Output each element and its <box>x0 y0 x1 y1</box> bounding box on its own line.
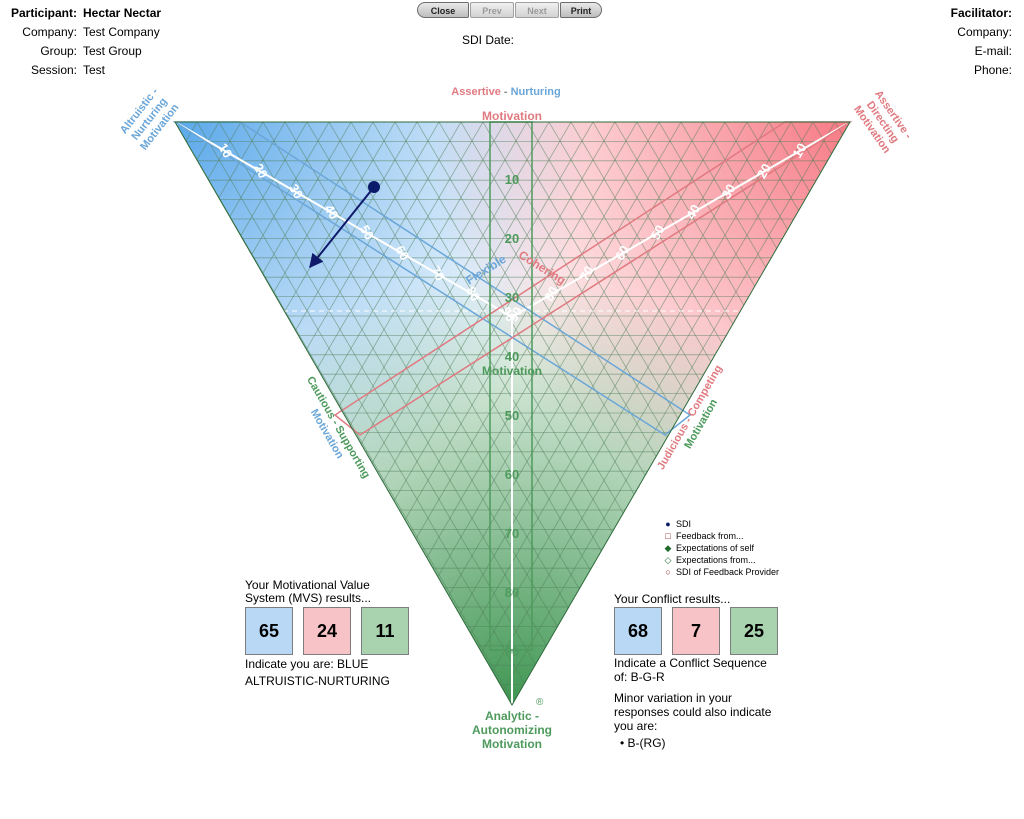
scale-label: 40 <box>321 202 341 222</box>
conflict-red-score: 7 <box>672 607 720 655</box>
scale-label: 30 <box>718 181 738 201</box>
legend-label: Expectations of self <box>676 543 755 553</box>
scale-label: 50 <box>357 222 377 242</box>
scale-label: 70 <box>428 263 448 283</box>
conflict-sequence: Indicate a Conflict Sequence of: B-G-R <box>614 656 767 684</box>
conflict-bullet: • B-(RG) <box>620 736 666 750</box>
center-motivation-label: Motivation <box>482 364 542 378</box>
conflict-minor-variation: Minor variation in your responses could … <box>614 691 772 750</box>
chart-legend: ● SDI □ Feedback from... ◆ Expectations of se… <box>664 518 780 578</box>
analytic-autonomizing-label: Analytic - Autonomizing Motivation <box>472 709 552 751</box>
group-label: Group: <box>40 44 77 58</box>
sdi-date-label: SDI Date: <box>462 33 515 47</box>
scale-label: 40 <box>505 349 519 364</box>
scale-label: 30 <box>505 290 519 305</box>
print-button[interactable]: Print <box>560 2 602 18</box>
session-label: Session: <box>30 63 77 77</box>
session-value: Test <box>83 63 106 77</box>
legend-marker-icon: ● <box>665 519 671 529</box>
scale-label: 50 <box>505 408 519 423</box>
legend-item: □ Feedback from... <box>664 530 779 542</box>
scale-label: 70 <box>576 263 596 283</box>
scale-label: 70 <box>505 526 519 541</box>
mvs-indicate: Indicate you are: BLUE ALTRUISTIC-NURTUR… <box>245 657 390 688</box>
facilitator-phone-label: Phone: <box>973 63 1012 77</box>
legend-item: ◇ Expectations from... <box>664 554 779 566</box>
scale-label: 90 <box>505 304 525 324</box>
legend-item: ○ SDI of Feedback Provider <box>664 566 779 578</box>
top-nurturing: Nurturing <box>510 86 561 98</box>
legend-marker-icon: ◆ <box>664 543 672 553</box>
toolbar: Close Prev Next Print <box>417 2 602 19</box>
scale-label: 20 <box>754 161 774 181</box>
registered-mark: ® <box>536 697 544 708</box>
conflict-green-score: 25 <box>730 607 778 655</box>
scale-label: 90 <box>505 644 519 659</box>
close-button[interactable]: Close <box>417 2 469 18</box>
mvs-blue-score: 65 <box>245 607 293 655</box>
scale-label: 80 <box>541 284 561 304</box>
scale-label: 80 <box>505 585 519 600</box>
legend-item: ● SDI <box>664 518 779 530</box>
facilitator-label: Facilitator: <box>950 6 1012 20</box>
scale-label: 90 <box>498 304 518 324</box>
top-axis-label: Assertive - Nurturing <box>451 86 561 98</box>
legend-label: Expectations from... <box>676 555 756 565</box>
company-value: Test Company <box>83 25 160 39</box>
participant-label: Participant: <box>10 6 77 20</box>
scale-label: 60 <box>505 467 519 482</box>
group-value: Test Group <box>83 44 142 58</box>
next-button[interactable]: Next <box>515 2 559 18</box>
facilitator-company-label: Company: <box>957 25 1012 39</box>
legend-marker-icon: ○ <box>665 567 671 577</box>
top-motivation-label: Motivation <box>482 109 542 123</box>
mvs-green-score: 11 <box>361 607 409 655</box>
legend-label: SDI of Feedback Provider <box>676 567 780 577</box>
participant-name: Hectar Nectar <box>83 6 162 20</box>
mvs-title: Your Motivational Value System (MVS) res… <box>245 578 372 605</box>
scale-label: 80 <box>463 284 483 304</box>
conflict-title: Your Conflict results... <box>614 592 731 606</box>
scale-label: 10 <box>789 140 809 160</box>
legend-label: SDI <box>676 519 692 529</box>
legend-marker-icon: ◇ <box>664 555 672 565</box>
facilitator-info: Facilitator: Company: E-mail: Phone: <box>951 4 1012 80</box>
participant-info: Participant: Hectar Nectar Company: Test C… <box>6 4 161 80</box>
company-label: Company: <box>22 25 77 39</box>
top-assertive: Assertive <box>451 86 501 98</box>
scale-label: 10 <box>505 172 519 187</box>
mvs-red-score: 24 <box>303 607 351 655</box>
sdi-point <box>368 181 380 193</box>
legend-marker-icon: □ <box>665 531 671 541</box>
legend-item: ◆ Expectations of self <box>664 542 779 554</box>
conflict-blue-score: 68 <box>614 607 662 655</box>
scale-label: 40 <box>683 202 703 222</box>
scale-label: 60 <box>392 243 412 263</box>
scale-label: 30 <box>286 181 306 201</box>
scale-label: 20 <box>251 161 271 181</box>
scale-label: 10 <box>215 140 235 160</box>
legend-label: Feedback from... <box>676 531 744 541</box>
scale-label: 60 <box>612 243 632 263</box>
prev-button[interactable]: Prev <box>470 2 514 18</box>
facilitator-email-label: E-mail: <box>974 44 1012 58</box>
scale-label: 50 <box>647 222 667 242</box>
scale-label: 20 <box>505 231 519 246</box>
